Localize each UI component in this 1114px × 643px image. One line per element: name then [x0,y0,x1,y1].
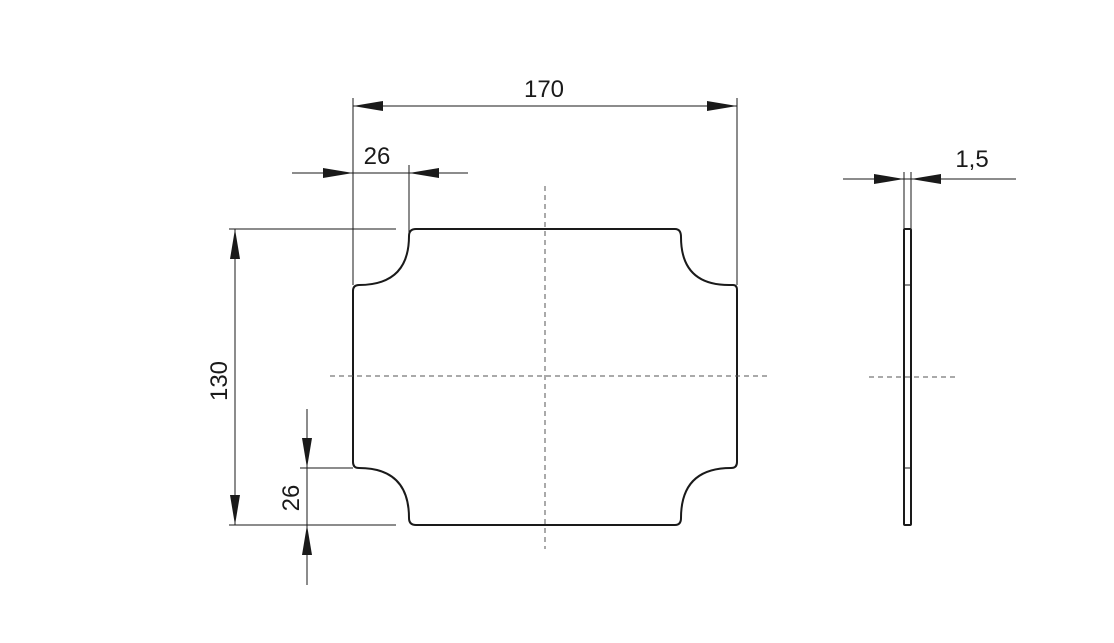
dimension-thickness: 1,5 [843,146,1016,229]
dimension-overall-width: 170 [352,76,738,285]
arrowhead-left [874,174,904,184]
side-view [869,228,955,526]
arrowhead-right [409,168,439,178]
dimension-label-1-5: 1,5 [955,146,988,173]
arrowhead-top [302,438,312,468]
front-view [330,186,768,549]
arrowhead-bottom [302,525,312,555]
dimension-label-130: 130 [206,361,233,401]
arrowhead-right [911,174,941,184]
dimension-label-170: 170 [524,76,564,103]
arrowhead-right [707,101,737,111]
dimension-overall-height: 130 [206,228,396,526]
dimension-notch-height: 26 [278,409,353,585]
dimension-label-26-horizontal: 26 [364,143,391,170]
arrowhead-left [323,168,353,178]
arrowhead-left [353,101,383,111]
arrowhead-bottom [230,495,240,525]
dimension-notch-width: 26 [292,143,468,236]
dimension-label-26-vertical: 26 [278,485,305,512]
arrowhead-top [230,229,240,259]
